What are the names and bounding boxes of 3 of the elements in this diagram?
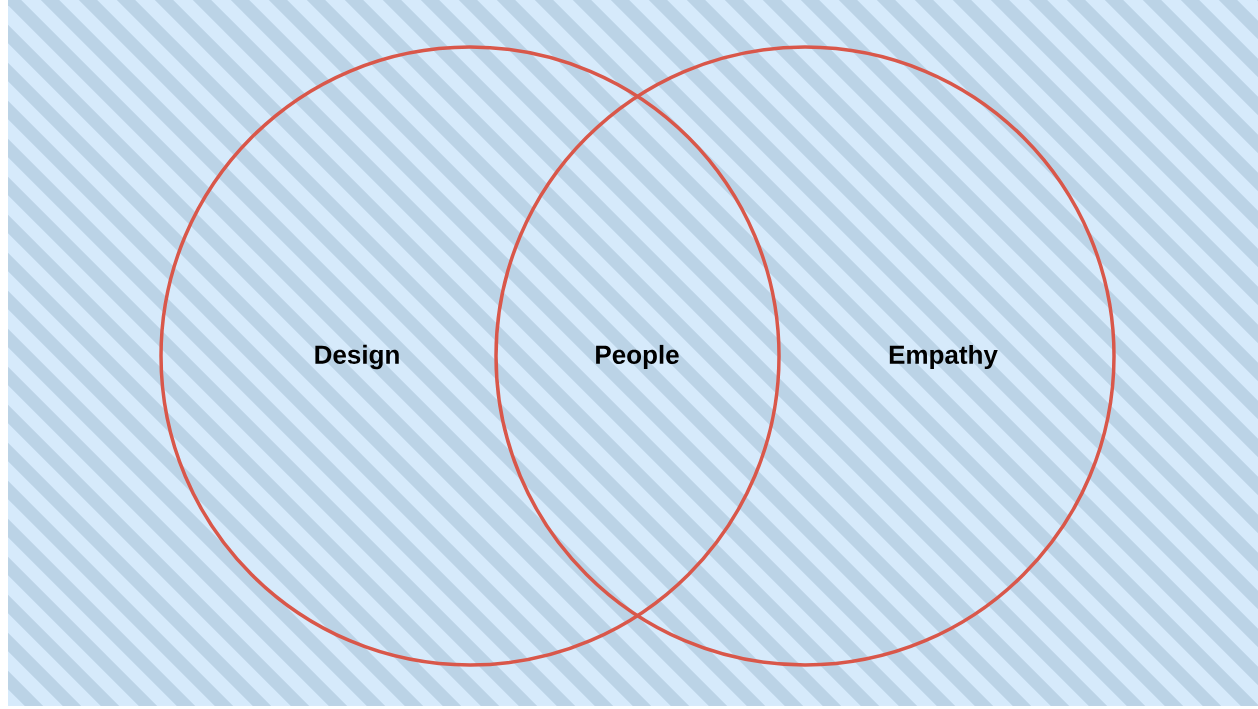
overlap-label: People [596, 344, 679, 370]
circle-label: Design [315, 344, 399, 370]
circle-label: Empathy [889, 344, 998, 370]
